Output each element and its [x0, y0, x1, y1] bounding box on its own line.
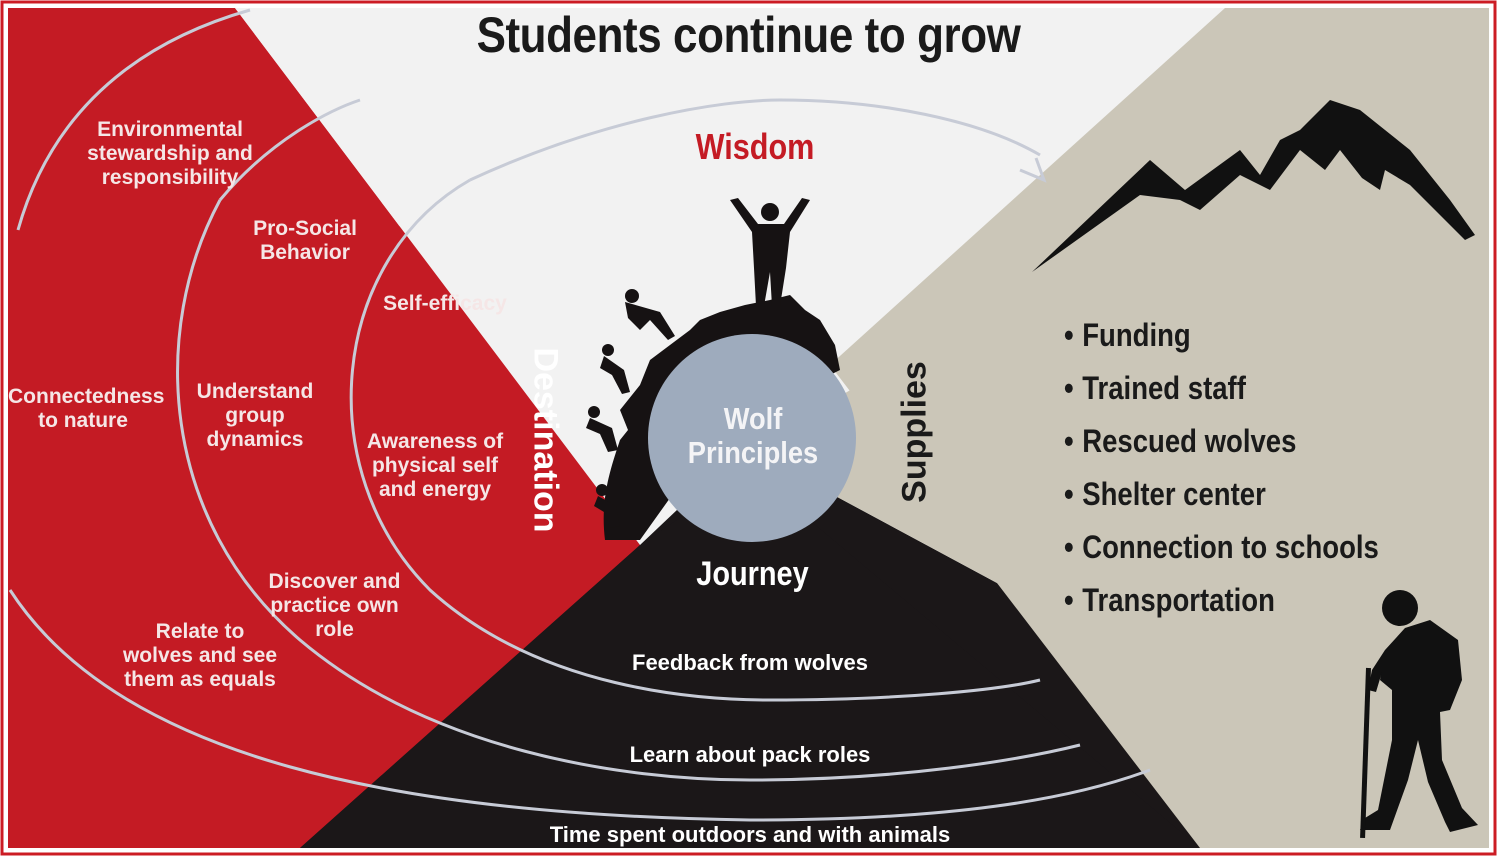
- outcome-line: and energy: [378, 478, 492, 502]
- wisdom-white-wedge: [235, 8, 1225, 545]
- outcome-line: Environmental: [97, 118, 243, 141]
- outcome-line: Connectedness: [8, 385, 165, 408]
- supply-item: Transportation: [1064, 577, 1379, 630]
- outcome-line: Behavior: [260, 241, 350, 265]
- arc-inner-top: [469, 98, 1041, 182]
- outcome-line: Discover and: [268, 570, 401, 593]
- outcome-line: Awareness of: [366, 430, 504, 453]
- supplies-label: Supplies: [895, 361, 934, 503]
- outcome-line: stewardship and: [87, 142, 253, 166]
- growth-arcs: [8, 8, 1151, 822]
- supply-item: Connection to schools: [1064, 524, 1379, 577]
- arc-inner: [349, 178, 1041, 702]
- outcome-line: Pro-Social: [253, 217, 357, 240]
- supply-item: Funding: [1064, 312, 1379, 365]
- outcome-relate-wolves: Relate to wolves and see them as equals: [120, 620, 280, 692]
- outcome-line: to nature: [38, 409, 128, 433]
- outcome-line: Relate to: [155, 620, 245, 643]
- wisdom-arrow-icon: [1019, 157, 1047, 183]
- climber-figures: [586, 198, 810, 528]
- outcome-line: them as equals: [124, 668, 276, 692]
- outcome-line: Understand: [196, 380, 314, 403]
- arc-outer-bottom: [8, 589, 1151, 822]
- arc-outer: [16, 8, 251, 231]
- mountain-icon: [1032, 100, 1475, 272]
- wisdom-label: Wisdom: [695, 126, 815, 167]
- destination-label: Destination: [526, 347, 565, 533]
- arc-middle: [176, 199, 1081, 782]
- wolf-principles-label: Wolf Principles: [661, 401, 846, 471]
- journey-label: Journey: [696, 555, 809, 593]
- outcome-line: dynamics: [206, 428, 304, 452]
- outcome-discover-role: Discover and practice own role: [262, 570, 407, 642]
- outcome-self-efficacy: Self-efficacy: [370, 292, 520, 316]
- outcome-awareness: Awareness of physical self and energy: [360, 430, 510, 502]
- supplies-list: Funding Trained staff Rescued wolves She…: [1064, 312, 1430, 630]
- diagram-title: Students continue to grow: [476, 7, 1021, 63]
- outcome-prosocial: Pro-Social Behavior: [235, 217, 375, 265]
- supply-item: Shelter center: [1064, 471, 1379, 524]
- outcome-line: role: [315, 618, 354, 642]
- wolf-principles-circle: [648, 334, 856, 542]
- journey-item: Feedback from wolves: [632, 650, 868, 675]
- outcome-line: wolves and see: [122, 644, 278, 668]
- outcome-group-dynamics: Understand group dynamics: [185, 380, 325, 452]
- journey-item: Time spent outdoors and with animals: [549, 822, 951, 847]
- outcome-line: physical self: [371, 454, 499, 478]
- outcome-line: practice own: [270, 594, 399, 618]
- supply-item: Rescued wolves: [1064, 418, 1379, 471]
- center-line-1: Wolf: [723, 401, 783, 436]
- destination-red-wedge: [8, 8, 640, 848]
- journey-item: Learn about pack roles: [629, 742, 871, 767]
- outcome-line: responsibility: [101, 166, 239, 190]
- hiker-icon: [1360, 590, 1478, 839]
- outcome-line: group: [225, 404, 285, 428]
- outcome-line: Self-efficacy: [383, 292, 507, 315]
- supply-item: Trained staff: [1064, 365, 1379, 418]
- outcome-environmental: Environmental stewardship and responsibi…: [80, 118, 260, 190]
- center-line-2: Principles: [687, 435, 819, 471]
- arc-middle-top: [218, 98, 361, 201]
- journey-dark-wedge: [300, 470, 1200, 848]
- outcome-connectedness: Connectedness to nature: [8, 385, 165, 433]
